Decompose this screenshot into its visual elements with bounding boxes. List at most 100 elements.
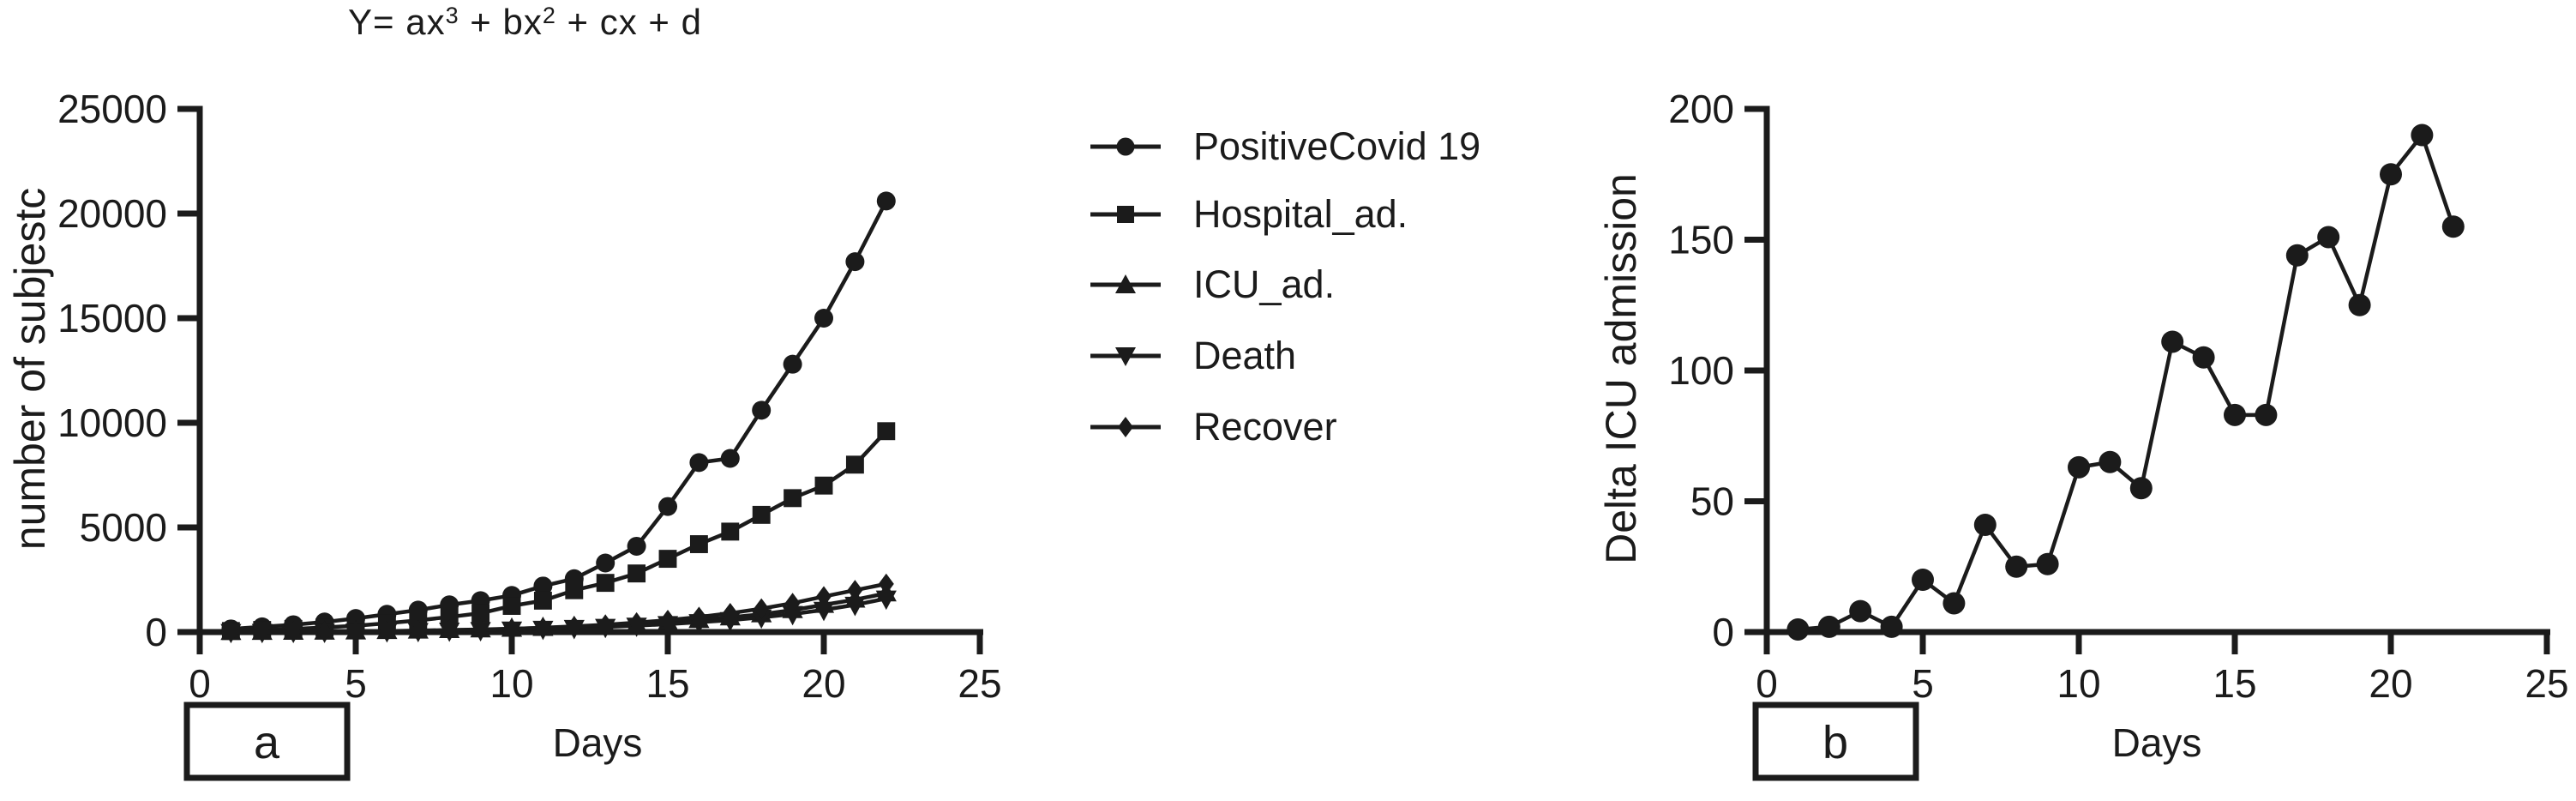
data-point-circle	[1943, 592, 1966, 615]
x-tick-label: 10	[489, 661, 533, 706]
data-point-diamond	[815, 586, 832, 607]
x-tick-label: 20	[2369, 661, 2412, 706]
legend-label: Recover	[1193, 405, 1337, 449]
x-tick-label: 25	[2525, 661, 2568, 706]
data-point-diamond	[784, 593, 801, 614]
panel-a-y-axis-title: number of subjestc	[6, 188, 54, 550]
data-point-triangle-down	[782, 605, 803, 626]
equation-superscript: 2	[542, 3, 556, 28]
data-point-circle	[2161, 330, 2184, 353]
legend-item-death: Death	[1089, 329, 1296, 382]
x-tick-label: 0	[1756, 661, 1778, 706]
legend-item-hospital-ad: Hospital_ad.	[1089, 188, 1408, 241]
data-point-diamond	[722, 602, 738, 624]
data-point-circle	[1786, 617, 1810, 641]
y-tick-label: 0	[145, 610, 167, 654]
legend-item-positivecovid19: PositiveCovid 19	[1089, 120, 1480, 173]
equation-part: + cx + d	[555, 2, 702, 42]
data-point-triangle-down	[875, 590, 897, 611]
data-point-square	[502, 597, 521, 615]
legend-marker-triangle-up	[1090, 274, 1161, 293]
y-tick-label: 25000	[57, 87, 167, 131]
data-point-diamond	[535, 617, 551, 639]
data-point-circle	[1880, 615, 1903, 638]
data-point-circle	[2317, 226, 2340, 249]
data-point-circle	[627, 536, 646, 556]
y-tick-label: 100	[1668, 348, 1734, 393]
panel-b-y-axis-title: Delta ICU admission	[1597, 173, 1645, 564]
data-point-circle	[1849, 599, 1872, 623]
data-point-circle	[2036, 552, 2059, 575]
data-point-circle	[720, 449, 740, 468]
panel-b-x-axis-title: Days	[2112, 720, 2202, 765]
data-point-square	[752, 505, 771, 524]
data-point-diamond	[379, 620, 395, 642]
data-point-circle	[814, 309, 833, 328]
legend-marker-square	[1090, 206, 1161, 223]
data-point-diamond	[316, 621, 333, 642]
data-point-square	[440, 607, 459, 626]
series-line-0	[231, 200, 888, 631]
x-tick-label: 5	[1912, 661, 1934, 706]
y-tick-label: 200	[1668, 87, 1734, 131]
equation-title: Y= ax3 + bx2 + cx + d	[348, 2, 702, 43]
data-point-circle	[2285, 244, 2309, 267]
data-point-diamond	[566, 616, 582, 637]
panel-a-x-axis-title: Days	[553, 720, 643, 765]
legend-marker-triangle-down	[1090, 347, 1161, 366]
data-point-circle	[2348, 293, 2371, 316]
data-point-circle	[1817, 615, 1840, 638]
data-point-circle	[533, 576, 553, 596]
data-point-square	[814, 476, 833, 495]
x-tick-label: 0	[189, 661, 211, 706]
data-point-circle	[1912, 569, 1934, 591]
data-point-circle	[2068, 455, 2090, 479]
data-point-square	[627, 564, 646, 583]
panel-b-axes: 0 50 100 150 200 0 5 10 15 20 25	[1668, 87, 2568, 706]
data-point-circle	[2411, 123, 2434, 147]
panel-a-label-box	[183, 702, 351, 781]
data-point-triangle-down	[813, 601, 835, 622]
series-line-0	[1798, 133, 2455, 632]
x-tick-label: 15	[2213, 661, 2256, 706]
series-line-1	[231, 430, 888, 634]
data-point-circle	[1973, 513, 1997, 536]
y-tick-label: 150	[1668, 218, 1734, 262]
series-line-4	[231, 581, 887, 635]
x-tick-label: 25	[958, 661, 1001, 706]
data-point-diamond	[410, 620, 426, 641]
data-point-diamond	[503, 618, 520, 640]
data-point-square	[784, 489, 802, 508]
data-point-square	[877, 422, 896, 441]
y-tick-label: 50	[1690, 479, 1734, 524]
data-point-square	[471, 604, 490, 623]
data-point-square	[533, 591, 552, 610]
data-point-circle	[783, 354, 802, 374]
equation-superscript: 3	[445, 3, 459, 28]
y-tick-label: 10000	[57, 400, 167, 445]
data-point-diamond	[691, 606, 707, 628]
data-point-triangle-down	[844, 596, 866, 617]
data-point-diamond	[754, 598, 770, 619]
y-tick-label: 15000	[57, 296, 167, 340]
data-point-triangle-down	[751, 609, 772, 629]
x-tick-label: 15	[646, 661, 689, 706]
y-tick-label: 0	[1712, 610, 1734, 654]
panel-b-label-box	[1752, 702, 1919, 781]
legend-label: Hospital_ad.	[1193, 192, 1408, 236]
data-point-diamond	[223, 621, 239, 643]
data-point-circle	[2005, 555, 2028, 578]
data-point-circle	[689, 453, 709, 473]
data-point-square	[845, 455, 864, 474]
data-point-diamond	[878, 573, 894, 594]
data-point-circle	[2129, 477, 2153, 500]
data-point-circle	[845, 252, 865, 272]
data-point-circle	[596, 553, 615, 573]
data-point-diamond	[347, 621, 364, 642]
x-tick-label: 10	[2057, 661, 2100, 706]
data-point-square	[565, 581, 584, 599]
equation-part: + bx	[459, 2, 543, 42]
axis-spine	[196, 105, 983, 635]
